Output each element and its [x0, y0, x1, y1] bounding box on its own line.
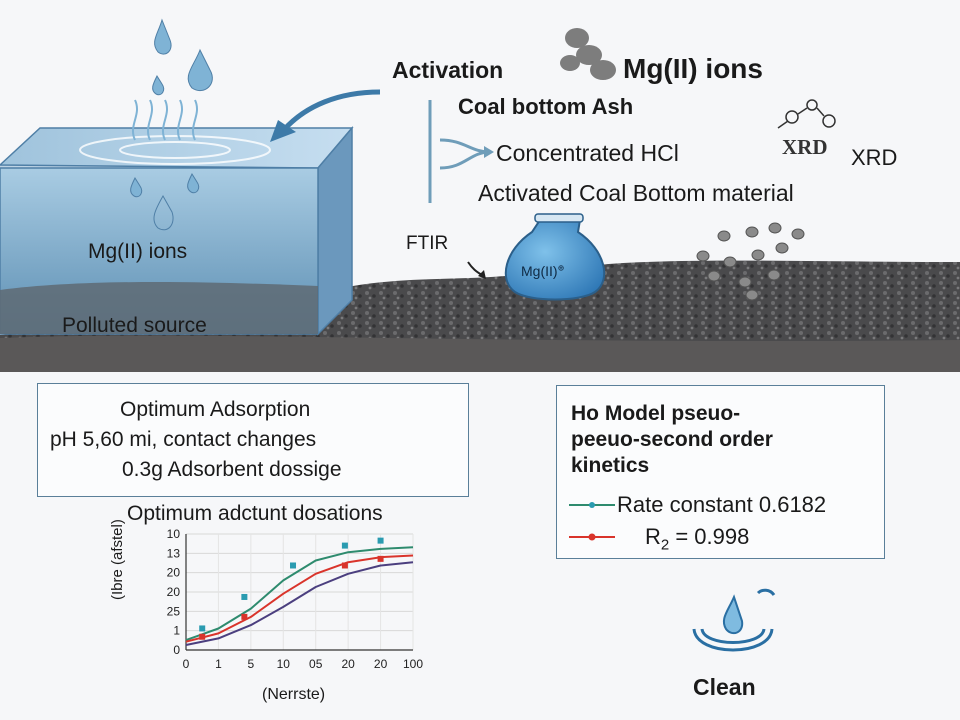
activation-label: Activation	[392, 57, 504, 83]
data-point-marker	[199, 625, 206, 632]
rate-constant-label: Rate constant 0.6182	[617, 492, 827, 517]
x-tick-label: 20	[374, 657, 388, 671]
kinetics-title-2: peeuo-second order	[571, 428, 773, 451]
ash-particles-icon	[696, 222, 805, 301]
ftir-label: FTIR	[406, 233, 449, 254]
chart-title: Optimum adctunt dosations	[127, 502, 383, 525]
x-tick-label: 20	[341, 657, 355, 671]
adsorption-ph-line: pH 5,60 mi, contact changes	[50, 428, 317, 451]
branch-arrow-icon	[439, 138, 491, 170]
adsorption-dosage-line: 0.3g Adsorbent dossige	[122, 458, 342, 481]
data-point-marker	[241, 593, 248, 600]
kinetics-title-3: kinetics	[571, 454, 650, 477]
water-tank-top	[0, 127, 354, 169]
x-tick-label: 1	[215, 657, 222, 671]
chart-markers	[199, 537, 384, 640]
ripple-lines	[132, 99, 198, 141]
polluted-sediment	[0, 282, 318, 334]
chart-grid	[185, 533, 414, 651]
chart-x-axis-label: (Nerrste)	[262, 686, 326, 703]
clean-water-icon	[692, 588, 776, 652]
mg-ions-title: Mg(II) ions	[623, 53, 763, 84]
concentrated-hcl-label: Concentrated HCl	[496, 140, 679, 166]
clean-label: Clean	[693, 674, 756, 700]
tank-ions-label: Mg(II) ions	[88, 240, 188, 263]
data-point-marker	[341, 542, 348, 549]
chart-y-axis-label: (Ibre (afstel)	[109, 519, 126, 600]
optimum-adsorption-box: Optimum Adsorption pH 5,60 mi, contact c…	[37, 383, 469, 497]
y-tick-label: 1	[173, 624, 180, 638]
activation-arrow	[280, 89, 381, 134]
scene-illustration	[0, 18, 960, 372]
polluted-source-label: Polluted source	[62, 314, 207, 337]
data-point-marker	[377, 537, 384, 544]
r-squared-label: R2 = 0.998	[645, 524, 750, 554]
x-tick-label: 5	[248, 657, 255, 671]
flask-icon	[504, 213, 606, 301]
xrd-icon-text: XRD	[782, 135, 828, 159]
kinetics-box: Ho Model pseuo- peeuo-second order kinet…	[556, 385, 885, 559]
data-point-marker	[241, 613, 248, 620]
xrd-label: XRD	[851, 145, 898, 170]
y-tick-label: 20	[167, 585, 181, 599]
x-tick-label: 10	[277, 657, 291, 671]
series-line-1	[185, 546, 414, 642]
y-tick-label: 20	[167, 566, 181, 580]
y-tick-label: 25	[167, 604, 181, 618]
data-point-marker	[290, 562, 297, 569]
x-tick-label: 05	[309, 657, 323, 671]
kinetics-title-1: Ho Model pseuo-	[571, 402, 741, 425]
activated-material-label: Activated Coal Bottom material	[478, 180, 794, 206]
data-point-marker	[341, 562, 348, 569]
data-point-marker	[199, 633, 206, 640]
x-tick-label: 0	[183, 657, 190, 671]
adsorption-title: Optimum Adsorption	[120, 398, 311, 421]
series-line-2	[185, 554, 414, 643]
data-point-marker	[377, 555, 384, 562]
x-tick-label: 100	[403, 657, 423, 671]
coal-bottom-ash-label: Coal bottom Ash	[458, 94, 634, 119]
legend-green-line-icon	[569, 502, 615, 508]
ground-base	[0, 335, 960, 372]
y-tick-label: 0	[173, 643, 180, 657]
legend-red-line-icon	[569, 533, 615, 541]
y-tick-label: 13	[167, 546, 181, 560]
arrow-head-icon	[270, 120, 296, 142]
series-line-3	[185, 561, 414, 646]
water-drop-icon	[130, 18, 213, 231]
mg-particles-icon	[560, 28, 616, 80]
xrd-molecule-icon	[777, 99, 836, 129]
y-tick-label: 10	[167, 527, 181, 541]
chart-series	[185, 546, 414, 646]
flask-label: Mg(II)⊕	[521, 263, 565, 279]
